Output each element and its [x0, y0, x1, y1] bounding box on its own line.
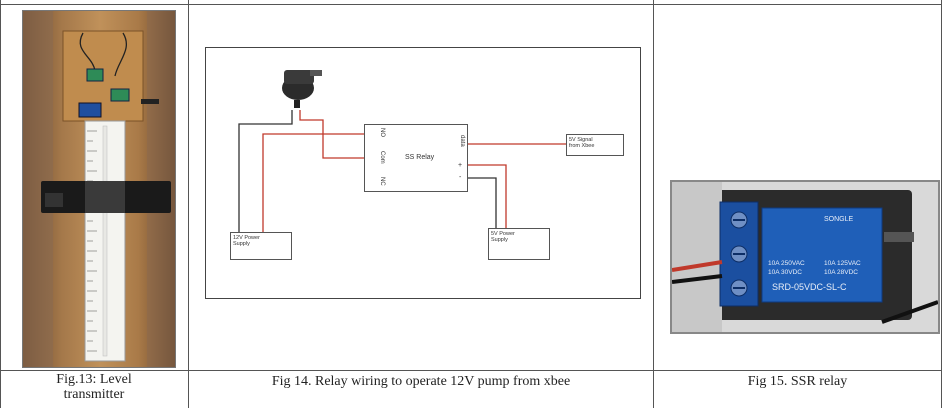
- xbee-signal-box: 5V Signal from Xbee: [566, 134, 624, 156]
- pin-data-label: data: [459, 135, 465, 147]
- power-supply-5v-line1: 5V Power: [491, 231, 515, 237]
- ss-relay-label: SS Relay: [405, 154, 435, 161]
- table-border-top: [0, 4, 942, 5]
- pin-minus-label: -: [459, 174, 462, 181]
- table-divider-2: [653, 0, 654, 408]
- power-supply-12v-line1: 12V Power: [233, 235, 260, 241]
- level-transmitter-illustration: [23, 11, 175, 367]
- ss-relay-box: SS Relay NO Com NC data + -: [364, 124, 468, 192]
- wiring-lines: [238, 70, 566, 240]
- power-supply-5v-box: 5V Power Supply: [488, 228, 550, 260]
- caption-row-divider: [0, 370, 942, 371]
- ssr-relay-photo: SONGLE 10A 250VAC 10A 30VDC 10A 125VAC 1…: [670, 180, 940, 334]
- fig14-caption: Fig 14. Relay wiring to operate 12V pump…: [189, 374, 653, 410]
- pin-com-label: Com: [379, 151, 385, 164]
- level-transmitter-photo: [22, 10, 176, 368]
- fig13-caption-line2: transmitter: [63, 387, 125, 402]
- pin-plus-label: +: [458, 162, 463, 169]
- power-supply-12v-line2: Supply: [233, 241, 250, 247]
- ssr-relay-illustration: [672, 182, 938, 332]
- table-border-left: [0, 0, 1, 408]
- relay-wiring-diagram: SS Relay NO Com NC data + - 12V Power Su…: [205, 47, 641, 299]
- relay-rating-4: 10A 28VDC: [824, 269, 858, 276]
- relay-rating-3: 10A 125VAC: [824, 260, 861, 267]
- table-divider-1: [188, 0, 189, 408]
- relay-rating-2: 10A 30VDC: [768, 269, 802, 276]
- xbee-signal-line1: 5V Signal: [569, 137, 593, 143]
- fig15-caption: Fig 15. SSR relay: [654, 374, 941, 410]
- pin-no-label: NO: [379, 128, 385, 137]
- fig15-caption-text: Fig 15. SSR relay: [747, 374, 848, 389]
- power-supply-5v-line2: Supply: [491, 237, 508, 243]
- pump-icon: [282, 70, 322, 108]
- xbee-signal-line2: from Xbee: [569, 143, 595, 149]
- fig13-caption: Fig.13: Level transmitter: [0, 372, 188, 408]
- power-supply-12v-box: 12V Power Supply: [230, 232, 292, 260]
- relay-rating-1: 10A 250VAC: [768, 260, 805, 267]
- fig13-caption-line1: Fig.13: Level: [56, 372, 132, 387]
- relay-brand-text: SONGLE: [824, 216, 854, 223]
- fig14-caption-text: Fig 14. Relay wiring to operate 12V pump…: [271, 374, 571, 389]
- pin-nc-label: NC: [379, 177, 385, 186]
- relay-model-text: SRD-05VDC-SL-C: [772, 282, 847, 292]
